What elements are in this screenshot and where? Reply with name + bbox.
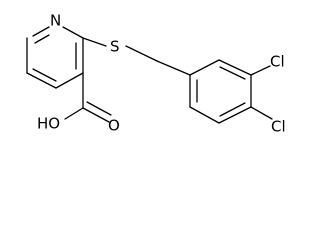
bond-c3p-cl <box>250 65 271 76</box>
bond-c5p-c6p <box>189 106 220 124</box>
double-bond-c2p-c3p <box>219 66 246 80</box>
bond-c4p-cl <box>250 106 273 120</box>
bond-c1p-c2p <box>189 59 220 76</box>
dichlorophenyl-ring <box>189 59 252 124</box>
atom-sulfur: S <box>110 38 120 56</box>
bond-s-ch2 <box>125 45 158 62</box>
atom-carbonyl-oxygen: O <box>108 117 120 135</box>
chemical-structure: N S Cl Cl HO O <box>26 12 286 136</box>
bond-ch2-c1prime <box>156 60 191 76</box>
chloro-substituents <box>250 65 273 120</box>
bond-c3-c4 <box>55 72 84 89</box>
bond-c2-s <box>82 37 107 47</box>
bond-c2p-c3p <box>218 59 252 76</box>
thioether-linker <box>82 37 191 76</box>
bond-c6-n1 <box>32 26 50 37</box>
bond-c4-c5 <box>26 72 57 89</box>
carboxyl-group <box>64 72 112 123</box>
double-bond-c4-c5 <box>32 68 57 82</box>
bond-c4p-c5p <box>218 106 252 124</box>
pyridine-ring <box>26 26 84 89</box>
bond-n1-c2 <box>62 26 84 39</box>
bond-c-oh <box>64 107 84 120</box>
atom-chlorine-top: Cl <box>270 53 285 71</box>
atom-chlorine-bottom: Cl <box>271 118 286 136</box>
bond-c-o-double-1 <box>82 107 110 123</box>
double-bond-c6-n1 <box>34 34 50 44</box>
atom-nitrogen: N <box>50 12 61 30</box>
atom-hydroxyl: HO <box>37 115 60 133</box>
double-bond-c4p-c5p <box>219 102 246 117</box>
bond-c-o-double-2 <box>86 101 112 116</box>
